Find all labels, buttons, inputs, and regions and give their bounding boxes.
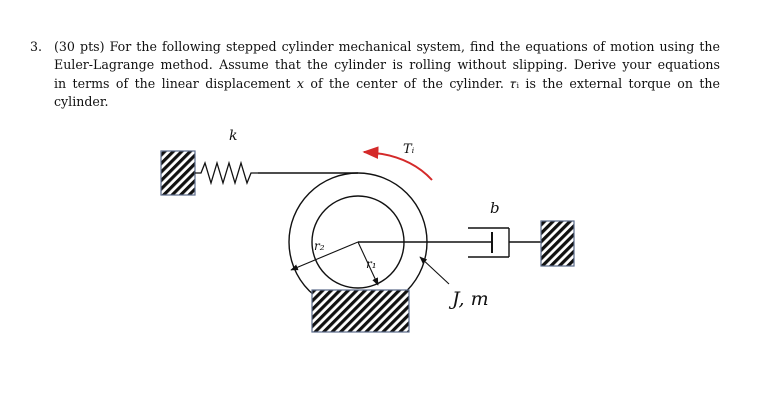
radius-r1-label: r₁ — [366, 257, 377, 271]
problem-number: 3. — [30, 39, 43, 54]
torque-arrow — [362, 146, 433, 181]
damper-label: b — [490, 199, 500, 217]
problem-statement: 3. (30 pts) For the following stepped cy… — [30, 38, 720, 112]
problem-line-2: Euler-Lagrange method. Assume that the c… — [54, 57, 720, 73]
radius-r2-label: r₂ — [314, 239, 325, 253]
problem-line-1: (30 pts) For the following stepped cylin… — [54, 39, 720, 54]
radius-r2-arrow — [290, 241, 359, 271]
torque-label: Tᵢ — [403, 142, 415, 157]
left-wall-hatch — [160, 150, 196, 196]
problem-line-3: in terms of the linear displacement 𝑥 of… — [54, 75, 720, 91]
radius-r1-arrow — [357, 241, 379, 286]
problem-text: (30 pts) For the following stepped cylin… — [54, 38, 720, 112]
problem-line-4: cylinder. — [54, 94, 109, 110]
ground-block-hatch — [311, 289, 410, 333]
inertia-leader-arrow — [419, 256, 450, 285]
right-wall-hatch — [540, 220, 575, 267]
inertia-mass-label: J, m — [448, 288, 489, 310]
spring-label: k — [229, 128, 237, 144]
spring — [195, 160, 258, 186]
